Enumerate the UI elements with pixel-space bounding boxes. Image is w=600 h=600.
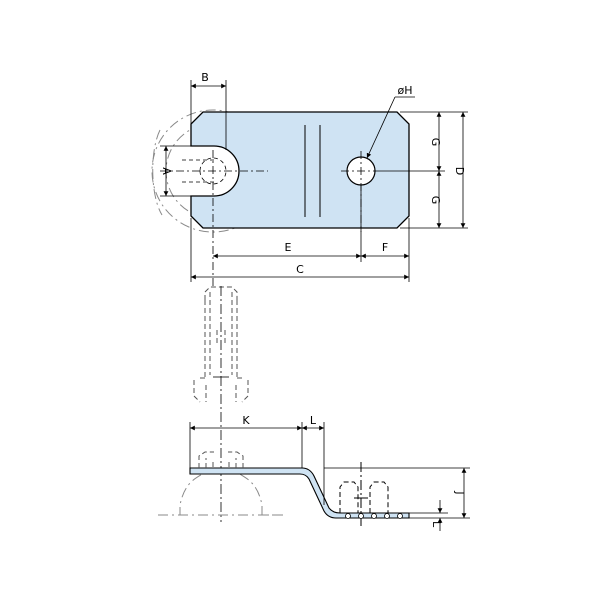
label-a: A — [160, 167, 173, 175]
slot-centerlines — [160, 150, 268, 286]
hidden-clamp-side — [198, 451, 244, 468]
label-f: F — [382, 241, 388, 254]
plate-groove-lines — [304, 125, 321, 217]
plate-top-view — [190, 111, 410, 229]
plate-side-view — [189, 467, 410, 519]
dim-j-l — [324, 467, 470, 531]
label-j: J — [453, 490, 466, 494]
dim-b — [190, 80, 227, 150]
label-l-top: L — [310, 414, 317, 427]
phantom-clamp-side — [158, 471, 283, 516]
label-d: D — [453, 167, 466, 175]
label-k: K — [242, 414, 250, 427]
dim-h-leader — [366, 96, 415, 159]
nut-marks — [345, 513, 403, 519]
label-h: øH — [397, 84, 412, 97]
label-e: E — [285, 241, 292, 254]
label-c: C — [296, 263, 304, 276]
dim-a — [160, 145, 205, 197]
label-g-top: G — [429, 138, 442, 147]
dim-e-f-c — [190, 185, 410, 282]
dim-g-d — [381, 111, 468, 229]
label-g-bottom: G — [429, 196, 442, 205]
label-l-side: L — [430, 521, 443, 528]
label-b: B — [201, 71, 209, 84]
dim-k-l — [189, 422, 325, 505]
